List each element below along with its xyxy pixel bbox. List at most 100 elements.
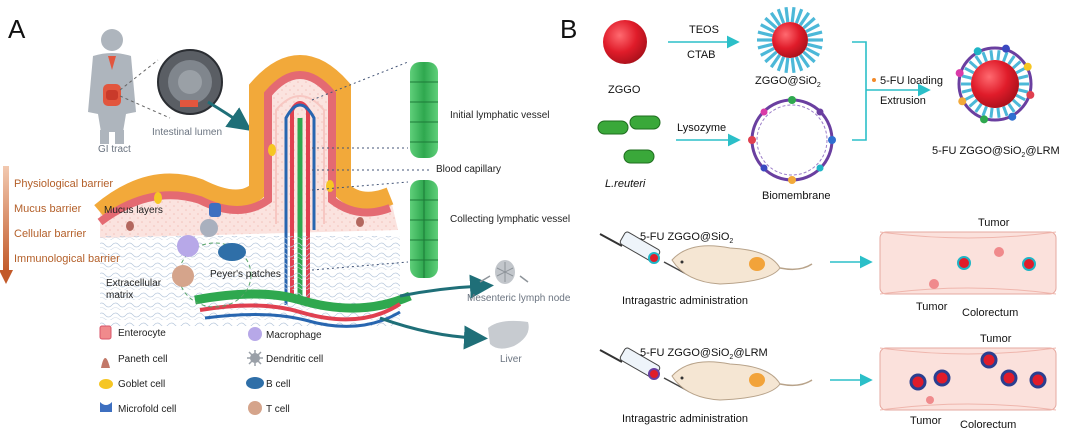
reuteri-label: L.reuteri: [605, 178, 646, 190]
biomembrane-icon: [748, 96, 836, 184]
silica-rod: [802, 50, 816, 64]
combine-bracket: [852, 41, 931, 141]
final-label: 5-FU ZGGO@SiO2@LRM: [932, 145, 1060, 159]
syringe-icon: [599, 347, 691, 393]
peyers-patches-label: Peyer's patches: [210, 269, 281, 280]
row2-tumor-bottom-label: Tumor: [910, 415, 942, 427]
panel-a-letter: A: [8, 14, 26, 44]
b-cell-icon: [246, 377, 264, 389]
silica-rod: [981, 105, 988, 117]
silica-rod: [757, 30, 773, 38]
silica-rod: [805, 46, 820, 57]
barrier-label: Physiological barrier: [14, 178, 113, 190]
silica-rod: [760, 23, 775, 34]
cell-legend: Enterocyte Paneth cell Goblet cell Micro…: [99, 325, 323, 415]
silica-rod: [805, 23, 820, 34]
ecm-label-line2: matrix: [106, 290, 133, 301]
colorectum-row2-icon: [879, 347, 1057, 411]
row2-intragastric-label: Intragastric administration: [622, 413, 748, 425]
silica-rod: [757, 42, 773, 50]
subscript-2: 2: [729, 354, 733, 361]
legend-label: Dendritic cell: [266, 354, 323, 365]
final-label-post: @LRM: [1025, 145, 1059, 157]
row2-text-post: @LRM: [733, 347, 767, 359]
zggo-sio2-text: ZGGO@SiO: [755, 75, 817, 87]
silica-rod: [764, 50, 778, 64]
membrane-protein: [958, 97, 967, 106]
mesenteric-label: Mesenteric lymph node: [467, 293, 571, 304]
gi-tract-label: GI tract: [98, 144, 131, 155]
mucus-layers-label: Mucus layers: [104, 205, 163, 216]
silica-rod: [790, 57, 796, 73]
liver-icon: [488, 320, 529, 349]
human-body-icon: [88, 29, 136, 144]
panel-a: A GI tract Intestinal lumen: [0, 14, 571, 415]
silica-rod: [968, 60, 979, 70]
initial-lymphatic-label: Initial lymphatic vessel: [450, 110, 549, 121]
silica-rod: [1002, 105, 1009, 117]
silica-rod: [989, 107, 994, 118]
barrier-labels: Physiological barrier Mucus barrier Cell…: [14, 178, 120, 265]
silica-rod: [798, 11, 811, 27]
silica-rod: [1017, 88, 1029, 94]
silica-rod: [776, 8, 786, 24]
liver-arrow: [379, 316, 488, 350]
panel-b: B ZGGO TEOS CTAB ZGGO@SiO2 L.reuteri Lys…: [560, 7, 1060, 431]
collecting-lymphatic-vessel-icon: [410, 180, 438, 278]
final-label-pre: 5-FU ZGGO@SiO: [932, 145, 1022, 157]
row2-formulation-label: 5-FU ZGGO@SiO2@LRM: [640, 347, 768, 361]
lymph-tube: [194, 289, 412, 313]
silica-rod: [784, 7, 790, 23]
silica-rod: [769, 53, 782, 69]
intestinal-lumen-label: Intestinal lumen: [152, 127, 222, 138]
silica-rod: [798, 53, 811, 69]
legend-label: T cell: [266, 404, 290, 415]
silica-rod: [989, 50, 994, 61]
silica-rod: [769, 11, 782, 27]
legend-label: Macrophage: [266, 330, 322, 341]
row1-colorectum-label: Colorectum: [962, 307, 1018, 319]
row2-tumor-top-label: Tumor: [980, 333, 1012, 345]
legend-label: Microfold cell: [118, 404, 176, 415]
silica-rod: [1011, 60, 1022, 70]
silica-rod: [974, 102, 983, 113]
lymph-node-arrow: [399, 274, 494, 299]
microfold-cell-icon: [100, 402, 112, 412]
lumen-magnifier: [119, 49, 223, 119]
lysozyme-label: Lysozyme: [677, 122, 726, 134]
barrier-arrow: [0, 166, 13, 284]
liver-label: Liver: [500, 354, 522, 365]
silica-rod: [974, 55, 983, 66]
mouse-icon: [671, 245, 813, 285]
membrane-protein: [1001, 44, 1010, 53]
mouse-icon: [671, 361, 813, 401]
silica-rod: [776, 56, 786, 72]
lymph-node-icon: [479, 260, 529, 284]
silica-rod: [1015, 66, 1026, 75]
silica-rod: [1011, 98, 1022, 108]
legend-label: Enterocyte: [118, 328, 166, 339]
guide-lines: [311, 61, 432, 271]
silica-rod: [961, 74, 973, 80]
row1-tumor-top-label: Tumor: [978, 217, 1010, 229]
paneth-cell-icon: [101, 358, 110, 368]
silica-rod: [802, 16, 816, 30]
bacteria-icon: [597, 115, 661, 164]
zggo-label: ZGGO: [608, 84, 641, 96]
subscript-2: 2: [1021, 152, 1025, 159]
zggo-sio2-particle-icon: [757, 7, 823, 73]
row2-colorectum-label: Colorectum: [960, 419, 1016, 428]
membrane-protein: [973, 47, 982, 56]
silica-rod: [1017, 74, 1029, 80]
row1-tumor-bottom-label: Tumor: [916, 301, 948, 313]
loading-label: 5-FU loading: [880, 75, 943, 87]
drug-dot-icon: [872, 78, 876, 82]
teos-label: TEOS: [689, 24, 719, 36]
silica-rod: [794, 56, 804, 72]
membrane-protein: [1023, 62, 1032, 71]
panel-b-letter: B: [560, 14, 577, 44]
final-nanoparticle-icon: [955, 44, 1035, 124]
silica-rod: [784, 57, 790, 73]
